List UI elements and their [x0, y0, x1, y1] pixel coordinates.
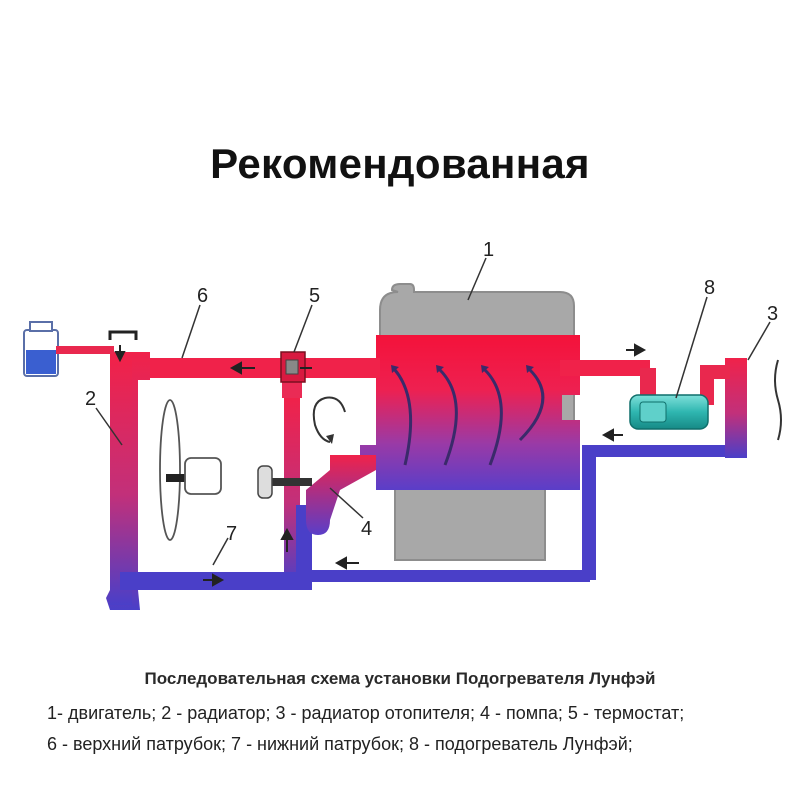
label-7-lower-hose: 7 — [226, 523, 237, 545]
engine-flow-arrows — [393, 368, 545, 466]
return-hose — [300, 445, 737, 582]
label-5-thermostat: 5 — [309, 285, 320, 307]
label-6-upper-hose: 6 — [197, 285, 208, 307]
legend-line-2: 6 - верхний патрубок; 7 - нижний патрубо… — [47, 734, 633, 754]
leader-lines — [95, 257, 771, 566]
rotation-arrow-icon — [312, 396, 346, 443]
label-2-radiator: 2 — [85, 388, 96, 410]
engine-block — [360, 283, 580, 561]
longfei-heater — [629, 394, 709, 430]
caption-title: Последовательная схема установки Подогре… — [144, 669, 656, 688]
flow-arrows — [114, 343, 647, 587]
label-3-heater-radiator: 3 — [767, 303, 778, 325]
label-1-engine: 1 — [483, 239, 494, 261]
radiator — [106, 352, 150, 610]
label-4-water-pump: 4 — [361, 518, 372, 540]
page-title: Рекомендованная — [210, 140, 590, 187]
water-pump — [257, 455, 376, 535]
heater-radiator — [725, 358, 782, 458]
legend-line-1: 1- двигатель; 2 - радиатор; 3 - радиатор… — [47, 703, 685, 723]
label-8-longfei-heater: 8 — [704, 277, 715, 299]
fan — [159, 399, 222, 541]
expansion-tank — [23, 321, 138, 377]
